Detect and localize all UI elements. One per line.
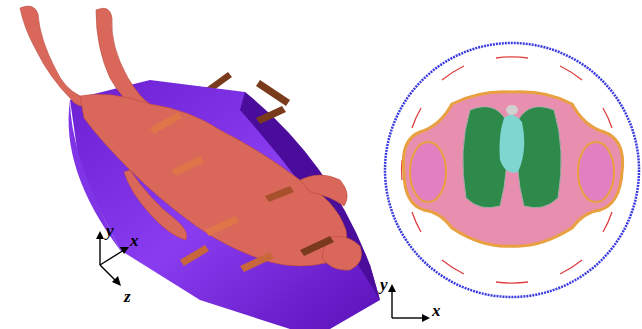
axis-label: x (130, 232, 139, 249)
detector-strips-front (150, 106, 334, 272)
axes-right (388, 284, 430, 322)
human-phantom (20, 6, 362, 270)
axis-label: x (432, 302, 441, 319)
axis-label: z (124, 288, 131, 305)
axis-label: y (380, 276, 388, 293)
axis-label: y (106, 222, 114, 239)
cross-section (385, 43, 639, 297)
scanner-half-cylinder (69, 80, 380, 329)
axes-left (96, 231, 129, 286)
